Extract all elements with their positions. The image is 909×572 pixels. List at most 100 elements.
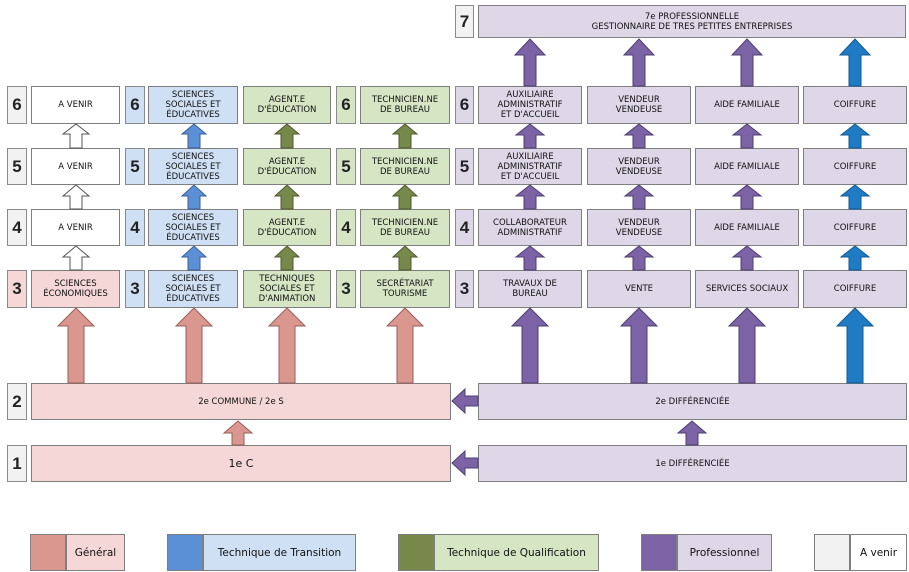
prof-arrow-admin-y5-y6 xyxy=(514,123,546,149)
year-4-number: 4 xyxy=(125,209,145,246)
qualification-arrow-agent-y3-y4 xyxy=(273,245,301,271)
avenir-arrow-y5-y6 xyxy=(61,123,91,149)
prof-arrow-left-2 xyxy=(451,387,479,415)
prof-arrow-admin-y4-y5 xyxy=(514,184,546,210)
prof-arrow-vente-2-3 xyxy=(619,307,659,384)
technicien-bureau-y4-box: TECHNICIEN.NE DE BUREAU xyxy=(360,209,450,246)
prof-arrow-vente-y6-y7 xyxy=(622,38,656,87)
prof-arrow-vente-y5-y6 xyxy=(623,123,655,149)
legend-transition-label: Technique de Transition xyxy=(203,534,356,571)
year-7-number: 7 xyxy=(455,5,474,38)
legend-avenir-swatch xyxy=(814,534,850,571)
year-1-number: 1 xyxy=(7,445,27,482)
prof-arrow-famil-y4-y5 xyxy=(731,184,763,210)
general-arrow-2-sciences-sociales xyxy=(174,307,214,384)
coiffure-arrow-y5-y6 xyxy=(839,123,871,149)
sciences-sociales-y4-box: SCIENCES SOCIALES ET ÉDUCATIVES xyxy=(148,209,238,246)
year-6-number: 6 xyxy=(336,86,356,124)
year-3-number: 3 xyxy=(125,270,145,308)
prof-arrow-famil-y3-y4 xyxy=(731,245,763,271)
avenir-arrow-y3-y4 xyxy=(61,245,91,271)
agent-education-y6-box: AGENT.E D'ÉDUCATION xyxy=(243,86,331,124)
sciences-sociales-y3-box: SCIENCES SOCIALES ET ÉDUCATIVES xyxy=(148,270,238,308)
legend-general-swatch xyxy=(30,534,66,571)
qualification-arrow-tech-y4-y5 xyxy=(391,184,419,210)
1e-commune-box: 1e C xyxy=(31,445,451,482)
qualification-arrow-agent-y5-y6 xyxy=(273,123,301,149)
prof-arrow-admin-2-3 xyxy=(510,307,550,384)
prof-arrow-famil-y6-y7 xyxy=(730,38,764,87)
general-arrow-1-2 xyxy=(222,420,254,446)
year-6-number: 6 xyxy=(125,86,145,124)
year-6-number: 6 xyxy=(7,86,27,124)
avenir-y6-box: A VENIR xyxy=(31,86,120,124)
sciences-sociales-y6-box: SCIENCES SOCIALES ET ÉDUCATIVES xyxy=(148,86,238,124)
transition-arrow-y3-y4 xyxy=(180,245,208,271)
coiffure-arrows xyxy=(835,38,875,384)
agent-education-y5-box: AGENT.E D'ÉDUCATION xyxy=(243,148,331,185)
transition-arrow-y4-y5 xyxy=(180,184,208,210)
coiffure-arrow-2-3 xyxy=(835,307,875,384)
1e-differenciee-box: 1e DIFFÉRENCIÉE xyxy=(478,445,907,482)
qualification-arrows xyxy=(273,123,419,271)
collaborateur-administratif-y4-box: COLLABORATEUR ADMINISTRATIF xyxy=(478,209,582,246)
prof-arrow-1-2 xyxy=(676,420,708,446)
year-2-number: 2 xyxy=(7,383,27,420)
avenir-y4-box: A VENIR xyxy=(31,209,120,246)
coiffure-arrow-y6-y7 xyxy=(838,38,872,87)
vente-y3-box: VENTE xyxy=(587,270,691,308)
general-arrows xyxy=(56,307,425,446)
legend-professionnel-swatch xyxy=(641,534,677,571)
qualification-arrow-tech-y3-y4 xyxy=(391,245,419,271)
coiffure-arrow-y3-y4 xyxy=(839,245,871,271)
prof-arrow-vente-y3-y4 xyxy=(623,245,655,271)
year-3-number: 3 xyxy=(336,270,356,308)
year-6-number: 6 xyxy=(455,86,474,124)
year-5-number: 5 xyxy=(455,148,474,185)
avenir-arrows xyxy=(61,123,91,271)
aide-familiale-y6-box: AIDE FAMILIALE xyxy=(695,86,799,124)
general-arrow-2-secretariat xyxy=(385,307,425,384)
prof-arrow-famil-y5-y6 xyxy=(731,123,763,149)
prof-arrow-left-1 xyxy=(451,449,479,477)
year-5-number: 5 xyxy=(336,148,356,185)
general-arrow-2-sciences-eco xyxy=(56,307,96,384)
prof-arrow-vente-y4-y5 xyxy=(623,184,655,210)
transition-arrow-y5-y6 xyxy=(180,123,208,149)
year-4-number: 4 xyxy=(7,209,27,246)
prof-arrow-famil-2-3 xyxy=(727,307,767,384)
year-3-number: 3 xyxy=(455,270,474,308)
aide-familiale-y4-box: AIDE FAMILIALE xyxy=(695,209,799,246)
2e-commune-box: 2e COMMUNE / 2e S xyxy=(31,383,451,420)
general-arrow-2-techniques-sociales xyxy=(267,307,307,384)
year-7-professionnelle-box: 7e PROFESSIONNELLE GESTIONNAIRE DE TRES … xyxy=(478,5,906,38)
year-4-number: 4 xyxy=(455,209,474,246)
legend-qualification-swatch xyxy=(398,534,434,571)
auxiliaire-administratif-y6-box: AUXILIAIRE ADMINISTRATIF ET D'ACCUEIL xyxy=(478,86,582,124)
coiffure-arrow-y4-y5 xyxy=(839,184,871,210)
sciences-economiques-y3-box: SCIENCES ÉCONOMIQUES xyxy=(31,270,120,308)
transition-arrows xyxy=(180,123,208,271)
travaux-bureau-y3-box: TRAVAUX DE BUREAU xyxy=(478,270,582,308)
services-sociaux-y3-box: SERVICES SOCIAUX xyxy=(695,270,799,308)
year-4-number: 4 xyxy=(336,209,356,246)
legend-qualification-label: Technique de Qualification xyxy=(434,534,599,571)
vendeur-y6-box: VENDEUR VENDEUSE xyxy=(587,86,691,124)
legend-general-label: Général xyxy=(66,534,125,571)
legend-professionnel-label: Professionnel xyxy=(677,534,772,571)
professional-arrows xyxy=(451,38,767,477)
techniques-sociales-y3-box: TECHNIQUES SOCIALES ET D'ANIMATION xyxy=(243,270,331,308)
year-5-number: 5 xyxy=(125,148,145,185)
technicien-bureau-y6-box: TECHNICIEN.NE DE BUREAU xyxy=(360,86,450,124)
coiffure-y4-box: COIFFURE xyxy=(803,209,907,246)
year-3-number: 3 xyxy=(7,270,27,308)
legend-transition-swatch xyxy=(167,534,203,571)
qualification-arrow-tech-y5-y6 xyxy=(391,123,419,149)
2e-differenciee-box: 2e DIFFÉRENCIÉE xyxy=(478,383,907,420)
avenir-arrow-y4-y5 xyxy=(61,184,91,210)
qualification-arrow-agent-y4-y5 xyxy=(273,184,301,210)
prof-arrow-admin-y6-y7 xyxy=(513,38,547,87)
legend-avenir-label: A venir xyxy=(850,534,907,571)
